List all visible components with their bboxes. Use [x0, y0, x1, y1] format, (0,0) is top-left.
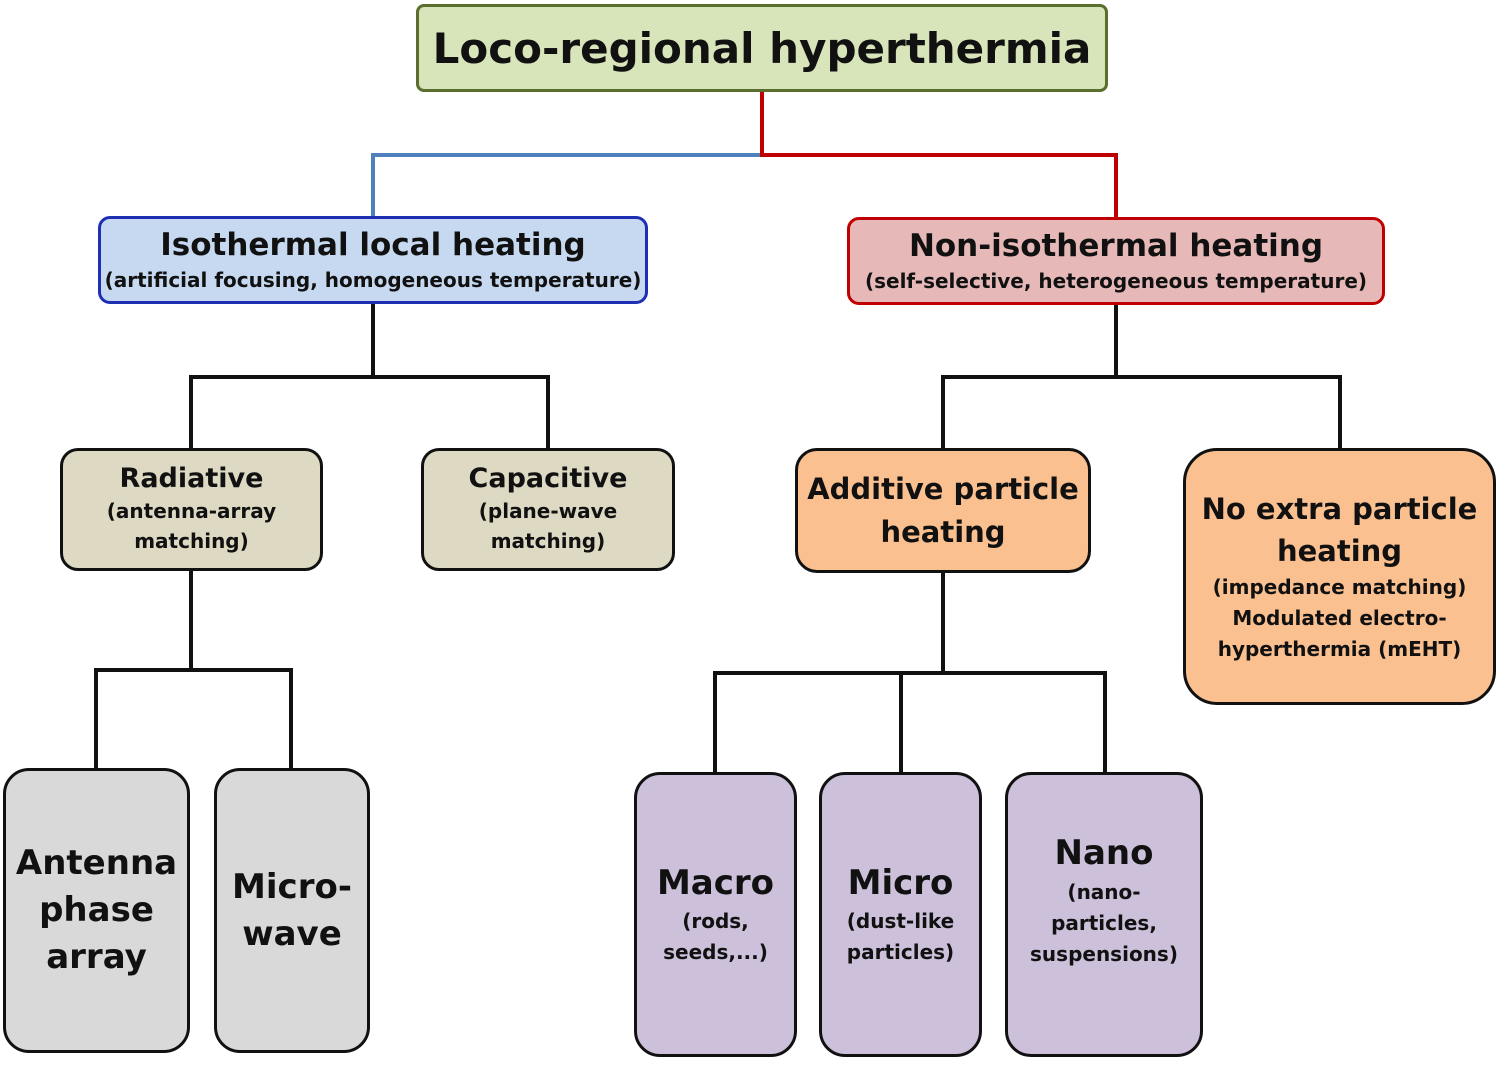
- additive-title-line2: heating: [880, 514, 1006, 549]
- no-extra-subtitle-line2: Modulated electro-: [1232, 606, 1447, 631]
- macro-title: Macro: [656, 862, 775, 903]
- connector-non-isothermal-children: [941, 375, 1342, 448]
- root-node: Loco-regional hyperthermia: [416, 4, 1108, 92]
- additive-title-line1: Additive particle: [807, 472, 1079, 507]
- antenna-line3: array: [46, 936, 147, 977]
- radiative-subtitle-line1: (antenna-array: [106, 499, 277, 523]
- capacitive-title: Capacitive: [468, 463, 628, 494]
- micro-subtitle-line2: particles): [846, 940, 955, 965]
- no-extra-subtitle-line3: hyperthermia (mEHT): [1217, 637, 1462, 662]
- macro-node: Macro (rods, seeds,...): [634, 772, 797, 1057]
- no-extra-particle-node: No extra particle heating (impedance mat…: [1183, 448, 1496, 705]
- connector-root-to-non-isothermal: [760, 92, 1118, 217]
- radiative-subtitle-line2: matching): [134, 529, 249, 553]
- microwave-line2: wave: [242, 913, 342, 954]
- connector-radiative-children: [94, 668, 293, 768]
- macro-subtitle-line1: (rods,: [682, 909, 749, 934]
- macro-subtitle-line2: seeds,...): [663, 940, 768, 965]
- capacitive-subtitle-line2: matching): [490, 529, 606, 553]
- non-isothermal-node: Non-isothermal heating (self-selective, …: [847, 217, 1385, 305]
- no-extra-title-line1: No extra particle: [1201, 491, 1478, 526]
- connector-additive-children: [713, 671, 1107, 772]
- additive-particle-node: Additive particle heating: [795, 448, 1091, 573]
- antenna-line2: phase: [39, 890, 154, 931]
- isothermal-node: Isothermal local heating (artificial foc…: [98, 216, 648, 304]
- non-isothermal-subtitle: (self-selective, heterogeneous temperatu…: [864, 268, 1368, 293]
- connector-root-to-isothermal: [371, 92, 764, 216]
- root-title: Loco-regional hyperthermia: [432, 23, 1092, 73]
- capacitive-node: Capacitive (plane-wave matching): [421, 448, 675, 571]
- nano-subtitle-line2: particles,: [1051, 910, 1157, 935]
- no-extra-title-line2: heating: [1276, 534, 1403, 568]
- capacitive-subtitle-line1: (plane-wave: [478, 499, 618, 523]
- connector-isothermal-children: [189, 375, 550, 448]
- nano-title: Nano: [1054, 833, 1154, 874]
- isothermal-title: Isothermal local heating: [160, 227, 586, 264]
- microwave-line1: Micro-: [232, 866, 352, 907]
- nano-subtitle-line3: suspensions): [1030, 941, 1178, 966]
- antenna-phase-array-node: Antenna phase array: [3, 768, 190, 1053]
- non-isothermal-title: Non-isothermal heating: [908, 228, 1324, 265]
- radiative-title: Radiative: [119, 463, 264, 494]
- no-extra-subtitle-line1: (impedance matching): [1212, 575, 1467, 600]
- micro-subtitle-line1: (dust-like: [846, 909, 955, 934]
- antenna-line1: Antenna: [15, 843, 178, 884]
- radiative-node: Radiative (antenna-array matching): [60, 448, 323, 571]
- micro-title: Micro: [847, 862, 954, 903]
- microwave-node: Micro- wave: [214, 768, 370, 1053]
- micro-node: Micro (dust-like particles): [819, 772, 982, 1057]
- isothermal-subtitle: (artificial focusing, homogeneous temper…: [104, 267, 642, 292]
- nano-node: Nano (nano- particles, suspensions): [1005, 772, 1203, 1057]
- nano-subtitle-line1: (nano-: [1067, 879, 1141, 904]
